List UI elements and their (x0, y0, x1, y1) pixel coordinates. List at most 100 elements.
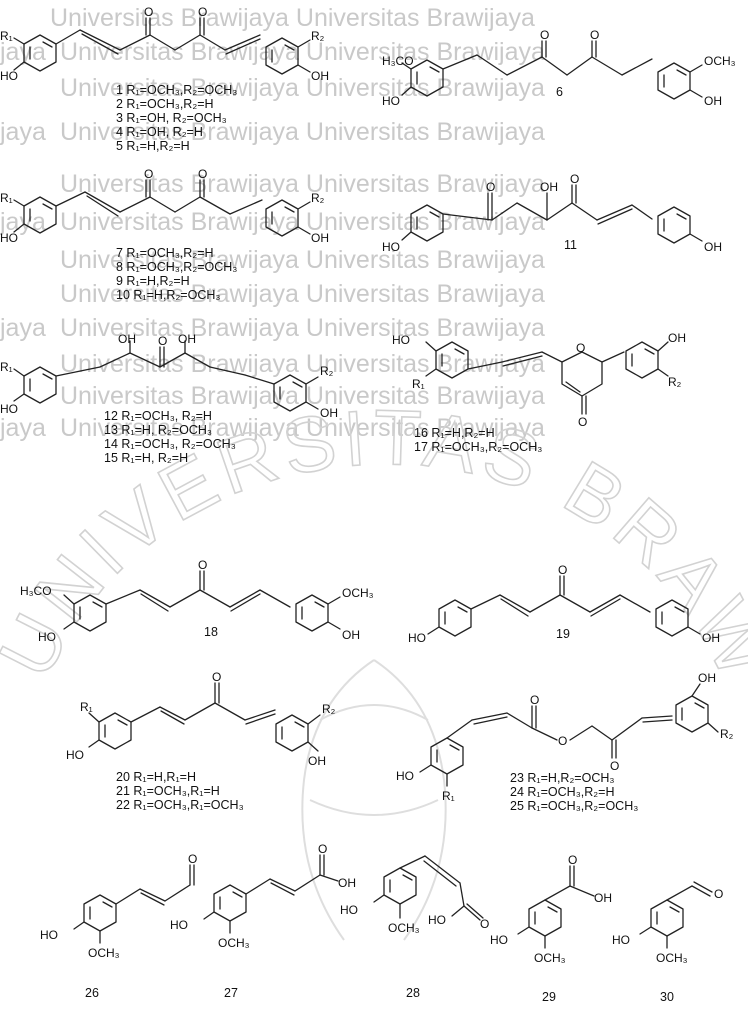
svg-text:R₂: R₂ (322, 702, 336, 716)
svg-text:HO: HO (490, 933, 508, 947)
svg-text:O: O (540, 28, 549, 42)
svg-text:O: O (212, 670, 221, 684)
structure-27: HO OCH₃ O OH (170, 842, 356, 950)
svg-text:O: O (144, 167, 153, 181)
svg-text:R₂: R₂ (720, 727, 734, 741)
structure-26: HO OCH₃ O (40, 852, 197, 960)
structure-11: HO O OH O OH (382, 172, 722, 254)
structure-28: HO OCH₃ HO O (340, 855, 489, 935)
svg-text:O: O (530, 693, 539, 707)
svg-text:O: O (198, 167, 207, 181)
svg-text:OH: OH (702, 631, 720, 645)
compound-label-19: 19 (556, 627, 570, 641)
svg-text:R₁: R₁ (0, 360, 13, 374)
svg-text:H₃CO: H₃CO (20, 584, 52, 598)
svg-text:O: O (480, 917, 489, 931)
svg-text:O: O (570, 172, 579, 186)
svg-text:HO: HO (0, 402, 18, 416)
svg-text:R₁: R₁ (412, 377, 425, 391)
svg-text:HO: HO (66, 748, 84, 762)
svg-text:HO: HO (340, 903, 358, 917)
svg-text:OH: OH (320, 406, 338, 420)
svg-text:O: O (558, 563, 567, 577)
svg-text:O: O (568, 853, 577, 867)
svg-text:O: O (590, 28, 599, 42)
compound-label-29: 29 (542, 990, 556, 1004)
svg-text:OCH₃: OCH₃ (704, 54, 736, 68)
svg-text:OH: OH (338, 876, 356, 890)
compound-label-28: 28 (406, 986, 420, 1000)
compound-label-26: 26 (85, 986, 99, 1000)
svg-text:R₁: R₁ (80, 700, 93, 714)
svg-text:HO: HO (40, 928, 58, 942)
structure-23: HO R₁ O O O OH R₂ (396, 671, 734, 803)
svg-text:OH: OH (118, 332, 136, 346)
svg-text:HO: HO (0, 69, 18, 83)
structure-30: HO OCH₃ O (612, 881, 723, 965)
svg-text:R₁: R₁ (0, 191, 13, 205)
svg-text:HO: HO (0, 231, 18, 245)
svg-text:R₁: R₁ (442, 789, 455, 803)
svg-text:O: O (486, 180, 495, 194)
svg-text:OH: OH (342, 628, 360, 642)
svg-text:O: O (610, 759, 619, 773)
svg-text:HO: HO (382, 240, 400, 254)
svg-text:OH: OH (540, 180, 558, 194)
compound-label-11: 11 (564, 238, 577, 252)
svg-text:HO: HO (382, 94, 400, 108)
structure-20: R₁ HO O R₂ OH (66, 670, 336, 768)
svg-text:OH: OH (308, 754, 326, 768)
svg-text:R₂: R₂ (311, 29, 325, 43)
structure-29: HO OCH₃ O OH (490, 853, 612, 965)
svg-text:OH: OH (698, 671, 716, 685)
svg-text:OCH₃: OCH₃ (218, 936, 250, 950)
svg-text:HO: HO (396, 769, 414, 783)
svg-text:OCH₃: OCH₃ (656, 951, 688, 965)
svg-text:R₁: R₁ (0, 29, 13, 43)
compound-label-18: 18 (204, 625, 218, 639)
svg-text:OCH₃: OCH₃ (534, 951, 566, 965)
svg-text:HO: HO (38, 630, 56, 644)
svg-text:OCH₃: OCH₃ (88, 946, 120, 960)
svg-text:OH: OH (311, 69, 329, 83)
compound-label-27: 27 (224, 986, 238, 1000)
svg-text:OH: OH (311, 231, 329, 245)
svg-text:O: O (714, 887, 723, 901)
svg-text:OH: OH (704, 94, 722, 108)
watermark-stub: jaya (0, 118, 46, 146)
svg-text:HO: HO (428, 913, 446, 927)
svg-text:O: O (318, 842, 327, 856)
svg-text:HO: HO (392, 333, 410, 347)
svg-text:O: O (188, 852, 197, 866)
svg-text:OH: OH (668, 331, 686, 345)
svg-text:O: O (158, 334, 167, 348)
svg-text:HO: HO (408, 631, 426, 645)
svg-text:OH: OH (178, 332, 196, 346)
svg-text:HO: HO (612, 933, 630, 947)
structure-1: R₁ HO R₂ OH O O (0, 5, 329, 83)
svg-text:O: O (198, 558, 207, 572)
svg-text:O: O (198, 5, 207, 19)
svg-text:OCH₃: OCH₃ (388, 921, 420, 935)
svg-text:O: O (558, 734, 567, 748)
svg-text:OH: OH (704, 240, 722, 254)
svg-text:O: O (144, 5, 153, 19)
structure-18: H₃CO HO O OCH₃ OH (20, 558, 374, 644)
svg-text:R₂: R₂ (668, 375, 682, 389)
svg-text:OCH₃: OCH₃ (342, 586, 374, 600)
svg-text:HO: HO (170, 918, 188, 932)
svg-text:O: O (576, 341, 585, 355)
compound-label-30: 30 (660, 990, 674, 1004)
structure-19: HO O OH (408, 563, 720, 645)
svg-text:OH: OH (594, 891, 612, 905)
